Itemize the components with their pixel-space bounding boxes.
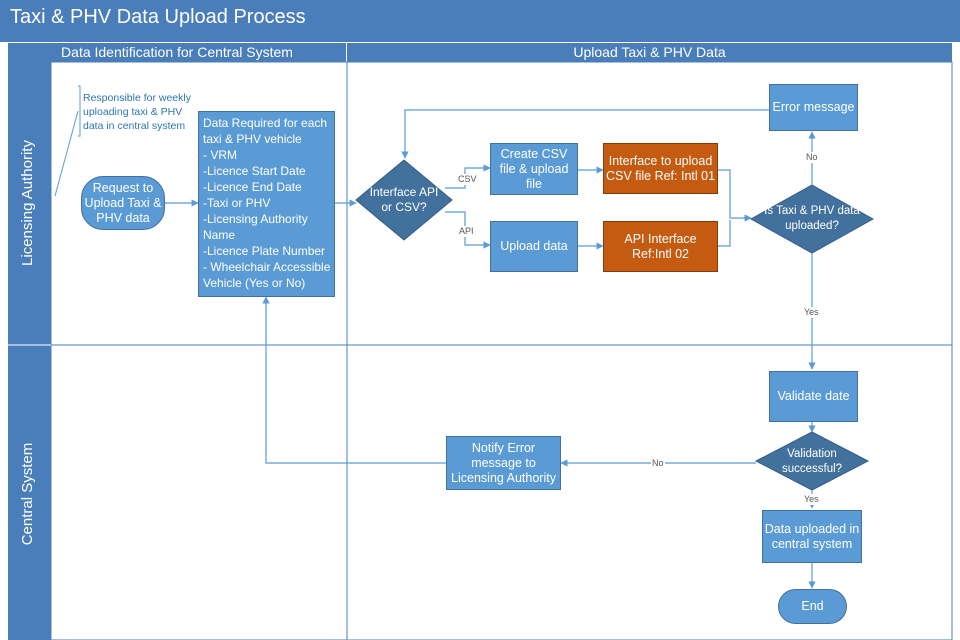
- create-csv-box: Create CSV file & upload file: [490, 143, 578, 195]
- data-required-box: Data Required for each taxi & PHV vehicle…: [198, 111, 335, 297]
- data-required-line: - Wheelchair Accessible: [203, 260, 331, 274]
- column-header-upload: Upload Taxi & PHV Data: [347, 43, 952, 62]
- error-message-box: Error message: [769, 84, 858, 131]
- data-required-line: -Licensing Authority: [203, 212, 308, 226]
- interface-decision-diamond: [355, 159, 453, 241]
- swimlane-frame: [50, 61, 953, 640]
- data-required-list: Data Required for each taxi & PHV vehicle…: [203, 115, 330, 291]
- data-required-line: -Taxi or PHV: [203, 196, 271, 210]
- api-interface-box: API Interface Ref:Intl 02: [603, 221, 718, 272]
- data-required-line: -Licence Plate Number: [203, 244, 326, 258]
- lane-header-strip: [8, 62, 51, 640]
- data-required-line: Data Required for each: [203, 116, 328, 130]
- title-bar: [0, 0, 960, 42]
- interface-decision-label: Interface API or CSV?: [369, 185, 439, 214]
- data-required-line: Vehicle (Yes or No): [203, 276, 306, 290]
- notify-error-box: Notify Error message to Licensing Author…: [446, 436, 561, 490]
- annotation-note: Responsible for weekly uploading taxi & …: [83, 92, 191, 132]
- edge-label-no-upload: No: [805, 152, 819, 163]
- validation-decision-label: Validation successful?: [781, 448, 843, 475]
- column-header-identification: Data Identification for Central System: [8, 43, 346, 62]
- annotation-bracket: [78, 85, 81, 137]
- data-required-line: Name: [203, 228, 236, 242]
- edge-label-csv: CSV: [457, 174, 478, 185]
- data-required-line: -Licence End Date: [203, 180, 302, 194]
- connector-csv-interface-to-check: [718, 169, 752, 222]
- end-node: End: [778, 589, 847, 624]
- edge-label-yes-validation: Yes: [803, 494, 820, 505]
- diagram-title: Taxi & PHV Data Upload Process: [10, 6, 306, 28]
- annotation-connector: [54, 110, 79, 197]
- connector-error-to-decision: [401, 109, 769, 159]
- validate-box: Validate date: [769, 371, 858, 422]
- data-required-line: -Licence Start Date: [203, 164, 306, 178]
- connector-api-interface-to-check: [718, 220, 731, 247]
- csv-interface-box: Interface to upload CSV file Ref: Intl 0…: [603, 143, 718, 194]
- edge-label-yes-upload: Yes: [803, 307, 820, 318]
- edge-label-no-validation: No: [651, 458, 665, 469]
- data-required-line: taxi & PHV vehicle: [203, 132, 302, 146]
- upload-data-box: Upload data: [490, 221, 578, 272]
- connector-notify-to-data: [262, 296, 446, 464]
- data-required-line: - VRM: [203, 148, 237, 162]
- data-uploaded-box: Data uploaded in central system: [762, 510, 862, 563]
- uploaded-decision-label: Is Taxi & PHV data uploaded?: [764, 205, 860, 232]
- edge-label-api: API: [458, 226, 475, 237]
- request-start-node: Request to Upload Taxi & PHV data: [81, 176, 165, 230]
